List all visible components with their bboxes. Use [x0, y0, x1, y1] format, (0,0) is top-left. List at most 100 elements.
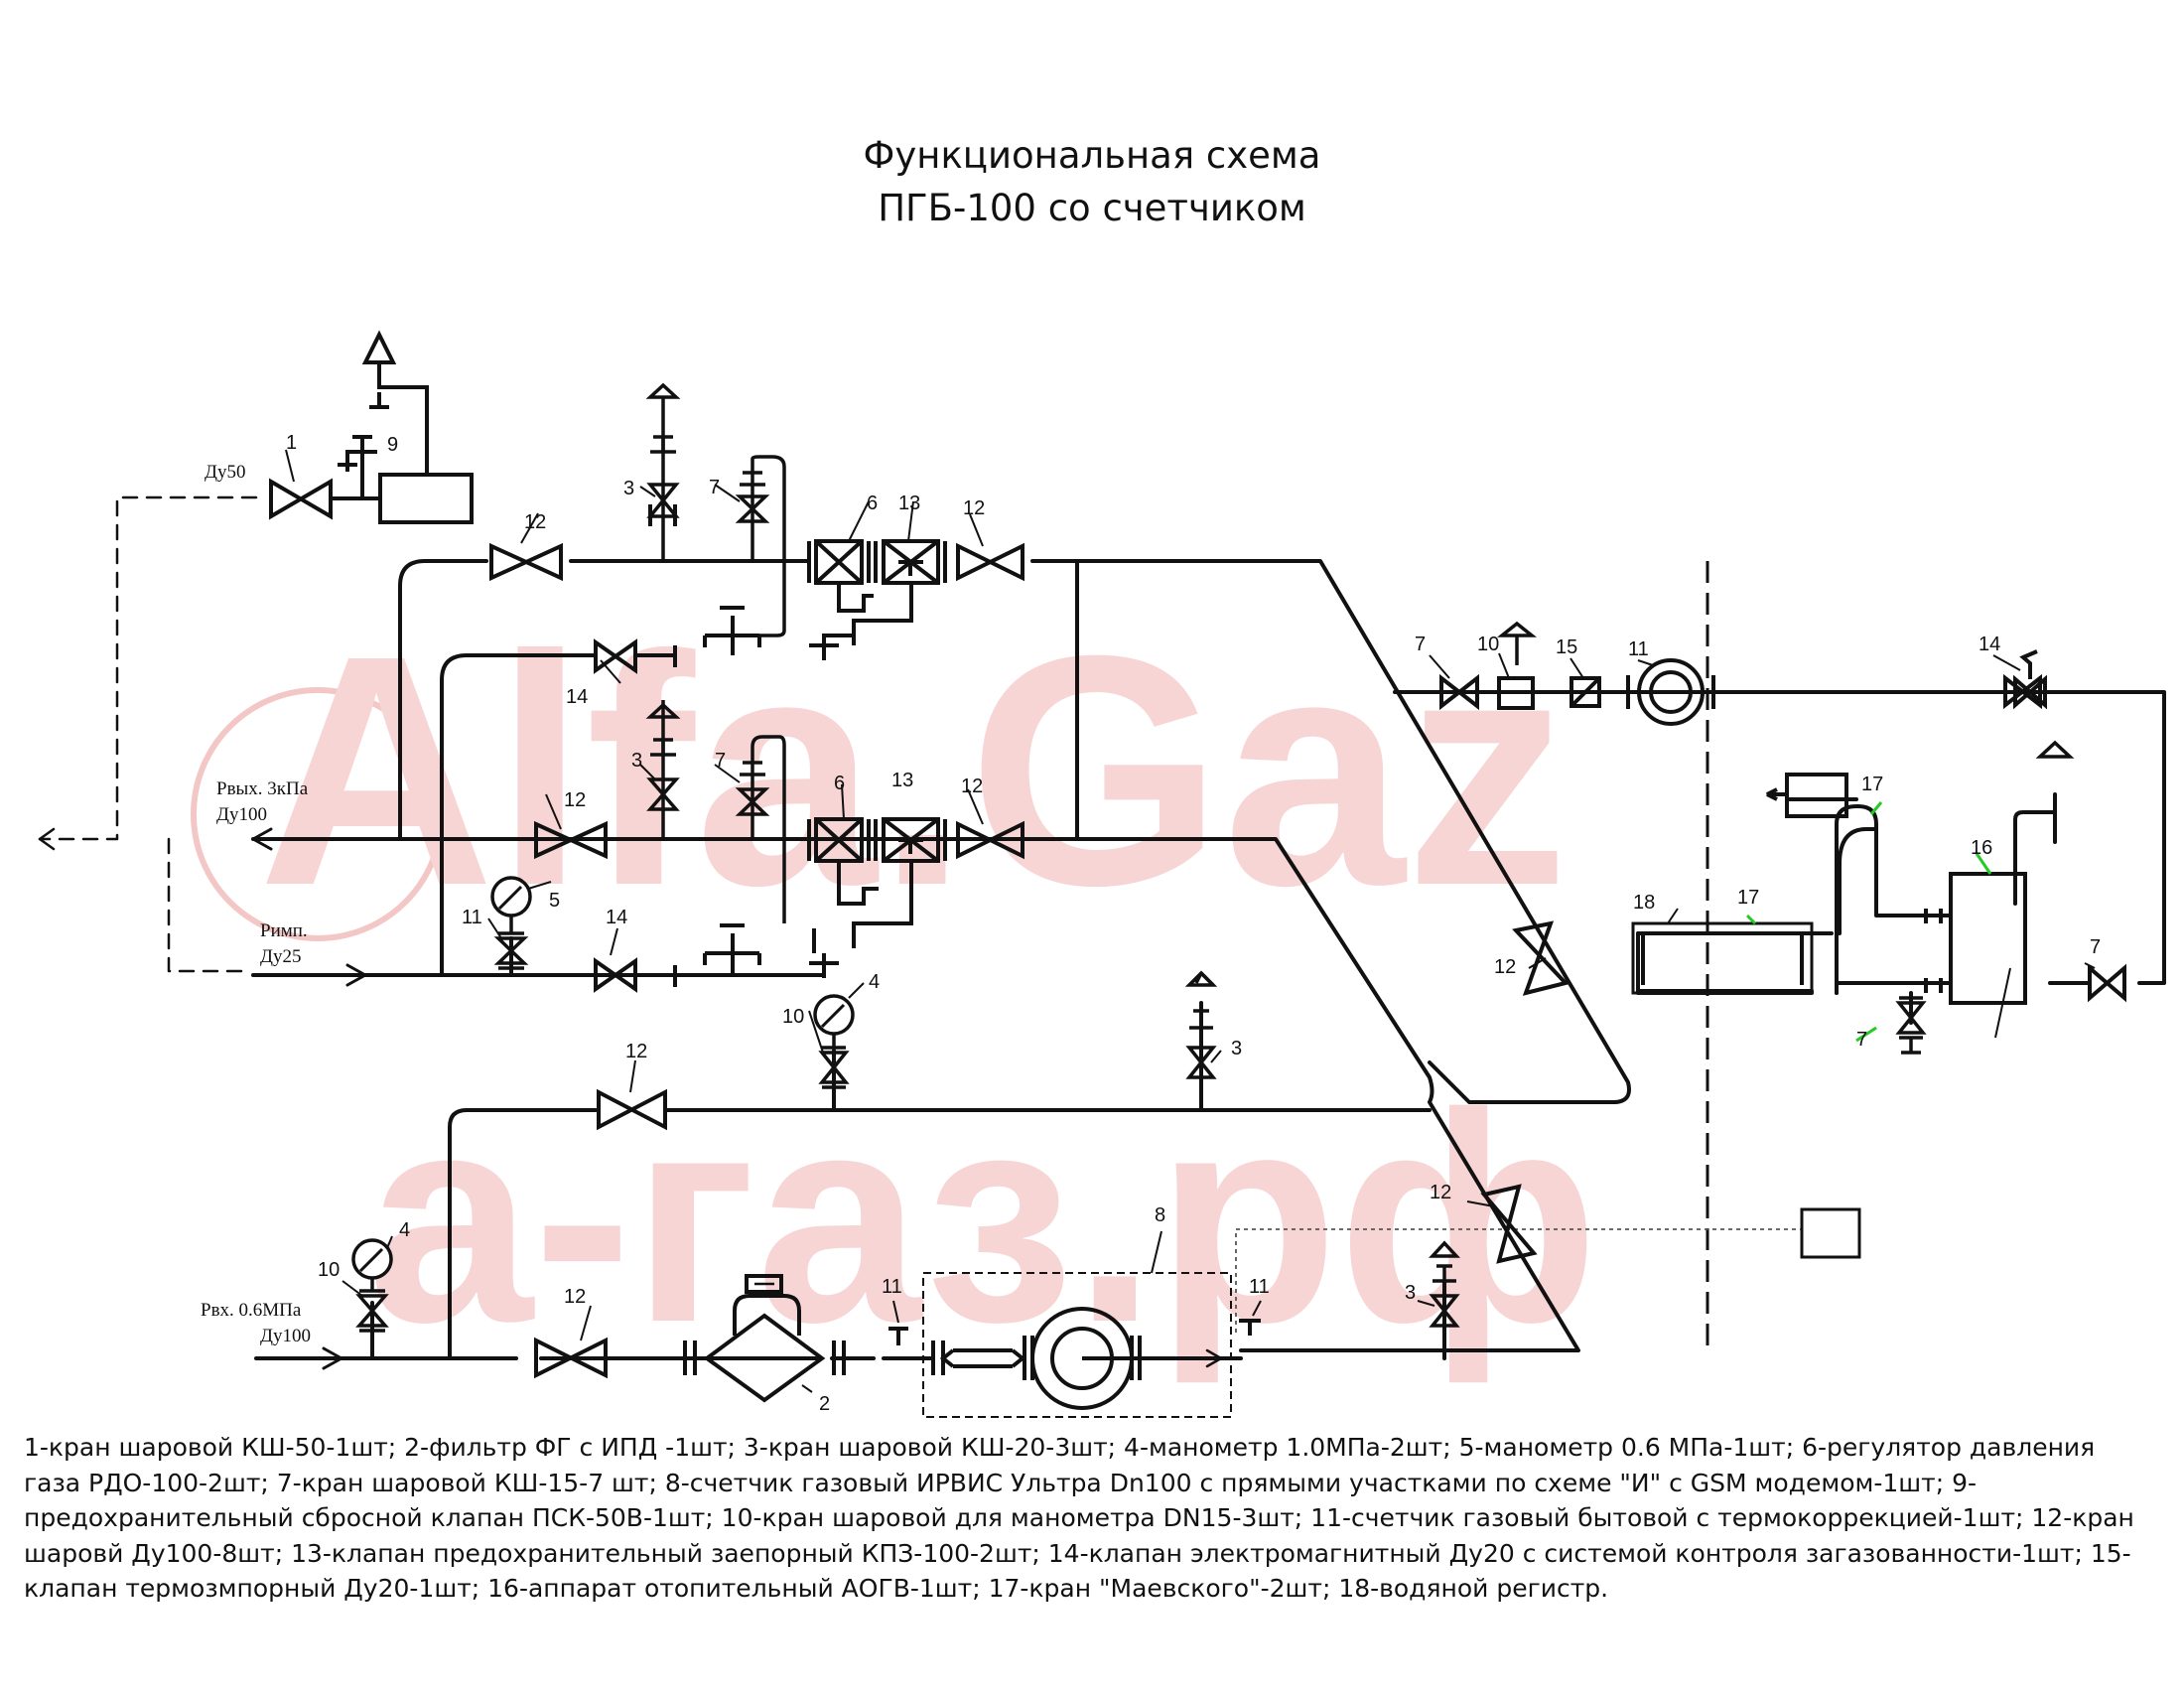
pos-3: 3 — [1231, 1038, 1242, 1059]
pos-14: 14 — [606, 907, 627, 928]
valve-7-icon — [2088, 963, 2126, 1003]
pos-6: 6 — [834, 773, 845, 794]
valve-14-icon — [2013, 674, 2047, 710]
pos-11: 11 — [1249, 1276, 1270, 1298]
diagram-labels: Ду50 Рвых. 3кПа Ду100 Римп. Ду25 Рвх. 0.… — [201, 462, 311, 1346]
pos-5: 5 — [549, 890, 560, 912]
aogv-16-icon — [1949, 872, 2027, 1005]
valve-12-icon — [956, 820, 1024, 860]
valve-12-icon — [1480, 1184, 1538, 1264]
valve-7-icon — [735, 787, 770, 816]
watermark-domain: а-газ.рф — [367, 1051, 1598, 1386]
pos-9: 9 — [387, 434, 398, 456]
valve-7-icon — [1895, 1001, 1927, 1035]
pos-3: 3 — [631, 750, 642, 772]
pos-17: 17 — [1737, 887, 1759, 909]
valve-10-icon — [355, 1294, 389, 1328]
position-numbers: 1 9 12 3 7 6 13 12 14 12 3 7 6 13 12 5 1… — [286, 432, 2101, 1415]
pos-12: 12 — [1430, 1182, 1451, 1203]
pos-13: 13 — [898, 493, 920, 514]
heating-devices — [1497, 649, 2047, 1005]
accent-marks — [1745, 801, 1992, 1043]
valve-3-icon — [646, 483, 680, 518]
valve-1-icon — [269, 478, 333, 520]
vent-arrows — [1194, 621, 2075, 984]
valve-12-icon — [534, 820, 608, 860]
leader-lines — [285, 449, 2096, 1393]
meter-8-frame — [922, 1272, 1232, 1418]
label-du50: Ду50 — [205, 462, 245, 483]
watermark: Alfa.Gaz а-газ.рф — [191, 587, 1598, 1386]
pos-11: 11 — [1628, 638, 1649, 660]
filter-2 — [683, 1274, 846, 1403]
pos-12: 12 — [564, 1286, 586, 1308]
pos-10: 10 — [1477, 634, 1499, 655]
pos-15: 15 — [1556, 636, 1577, 658]
pos-14: 14 — [1979, 634, 2000, 655]
pos-2: 2 — [819, 1393, 830, 1415]
pos-6: 6 — [867, 493, 878, 514]
label-p-in: Рвх. 0.6МПа — [201, 1300, 302, 1321]
valve-14-icon — [594, 638, 637, 674]
pos-10: 10 — [318, 1259, 340, 1281]
pos-12: 12 — [524, 511, 546, 533]
signal-line — [1235, 1228, 1802, 1333]
gauges — [351, 876, 855, 1291]
pos-1: 1 — [286, 432, 297, 454]
valve-3-icon — [1429, 1294, 1460, 1328]
pos-12: 12 — [961, 776, 983, 797]
pos-7: 7 — [2090, 936, 2101, 958]
psk-9 — [331, 330, 474, 524]
counter-11-icon — [1637, 658, 1705, 726]
legend-text: 1-кран шаровой КШ-50-1шт; 2-фильтр ФГ с … — [24, 1433, 2134, 1603]
pos-10: 10 — [782, 1006, 804, 1028]
valve-12-icon — [489, 542, 563, 582]
pos-7: 7 — [1856, 1029, 1867, 1051]
valve-14-icon — [594, 957, 637, 993]
pos-12: 12 — [1494, 956, 1516, 978]
valve-12-icon — [534, 1337, 608, 1379]
valve-7-icon — [1439, 673, 1479, 711]
gsm-modem-box — [1800, 1207, 1861, 1259]
label-p-imp: Римп. — [260, 920, 308, 941]
pos-7: 7 — [715, 750, 726, 772]
pos-11: 11 — [882, 1276, 902, 1298]
label-p-in-du: Ду100 — [260, 1326, 311, 1346]
pos-7: 7 — [709, 477, 720, 498]
valve-12-icon — [597, 1088, 667, 1131]
valve-15-icon — [1570, 676, 1601, 708]
label-p-out: Рвых. 3кПа — [216, 778, 309, 799]
label-p-imp-du: Ду25 — [260, 946, 301, 967]
valve-7-icon — [735, 494, 770, 523]
vertical-valves — [355, 382, 1927, 1333]
pipework — [38, 495, 2166, 1370]
valve-12-icon — [956, 542, 1024, 582]
valve-3-icon — [646, 777, 680, 811]
label-p-out-du: Ду100 — [216, 804, 267, 825]
pos-3: 3 — [1405, 1282, 1416, 1304]
diagram-title-line2: ПГБ-100 со счетчиком — [878, 187, 1306, 229]
pos-7: 7 — [1415, 634, 1426, 655]
pos-8: 8 — [1155, 1204, 1165, 1226]
meter-8 — [888, 1272, 1261, 1418]
pos-12: 12 — [625, 1041, 647, 1062]
valve-11-icon — [493, 936, 529, 965]
pos-13: 13 — [891, 770, 913, 791]
pos-12: 12 — [963, 497, 985, 519]
dashed-vent-line — [38, 495, 258, 841]
valve-12-icon — [1512, 920, 1570, 996]
pos-17: 17 — [1861, 774, 1883, 795]
pos-4: 4 — [399, 1219, 410, 1241]
watermark-brand: Alfa.Gaz — [258, 587, 1569, 953]
valves — [269, 478, 2126, 1379]
pos-18: 18 — [1633, 892, 1655, 914]
valve-3-icon — [1185, 1046, 1217, 1079]
pos-14: 14 — [566, 686, 588, 708]
pos-3: 3 — [623, 478, 634, 499]
pos-4: 4 — [869, 971, 880, 993]
regulators — [703, 539, 947, 978]
dashed-impulse-line — [167, 837, 250, 973]
register-18-icon — [1631, 921, 1814, 995]
